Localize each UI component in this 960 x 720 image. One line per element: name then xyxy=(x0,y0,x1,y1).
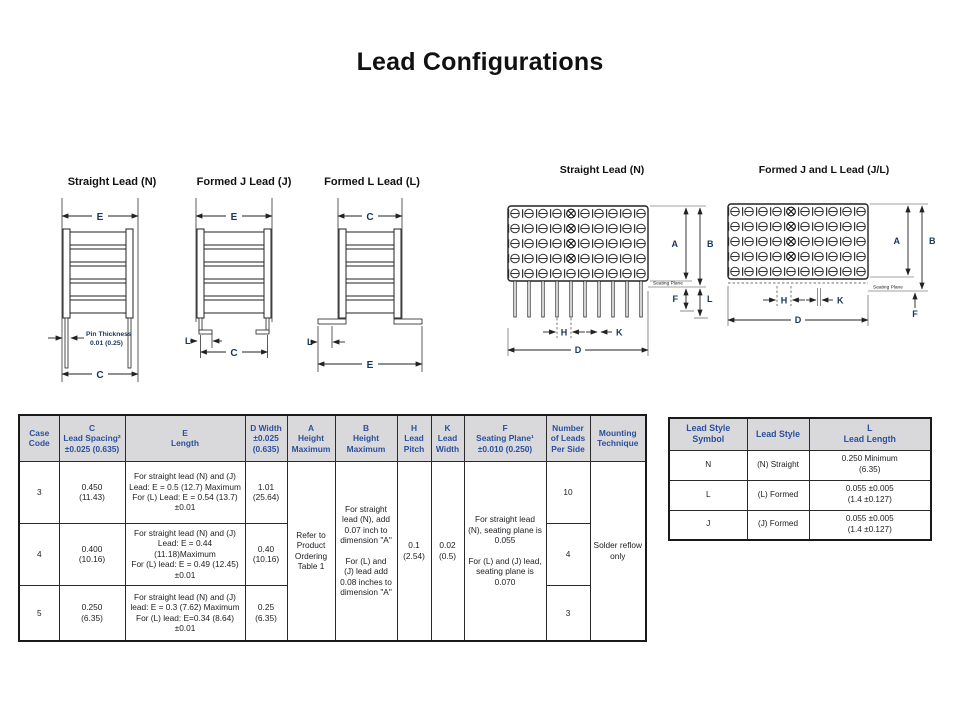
l-foot xyxy=(393,318,423,325)
dim-label-a: A xyxy=(894,236,901,246)
dim-label-c: C xyxy=(96,370,103,381)
cell-case-code: 4 xyxy=(18,522,60,586)
pin-thickness-value: 0.01 (0.25) xyxy=(90,340,123,347)
col-header-k-width: K Lead Width xyxy=(430,414,465,462)
cell-lead-spacing: 0.250 (6.35) xyxy=(58,584,126,642)
dim-label-h: H xyxy=(561,328,568,338)
cell-length: 0.055 ±0.005 (1.4 ±0.127) xyxy=(808,479,932,511)
j-foot xyxy=(198,329,213,335)
diagram-straight-lead-stack: Straight Lead (N) E Pin Thickness 0.01 (… xyxy=(48,176,157,382)
col-header-a-height: A Height Maximum xyxy=(286,414,336,462)
dim-label-d: D xyxy=(795,315,802,325)
capacitor-stack xyxy=(196,228,272,335)
cell-symbol: N xyxy=(668,449,748,481)
col-header-length: E Length xyxy=(124,414,246,462)
diagram-straight-lead-body: Straight Lead (N) Seating Plane A B F L … xyxy=(507,164,714,356)
col-header-case-code: Case Code xyxy=(18,414,60,462)
cell-style: (J) Formed xyxy=(746,509,810,541)
dim-label-k: K xyxy=(616,328,623,338)
center-marked-perforations xyxy=(566,208,576,264)
col-header-leads-per-side: Number of Leads Per Side xyxy=(545,414,591,462)
dim-label-a: A xyxy=(672,239,679,249)
col-header-b-height: B Height Maximum xyxy=(334,414,398,462)
dim-label-b: B xyxy=(707,239,714,249)
cell-d-width: 1.01 (25.64) xyxy=(244,460,288,524)
cell-lead-pitch-merged: 0.1 (2.54) xyxy=(396,460,432,642)
cell-d-width: 0.40 (10.16) xyxy=(244,522,288,586)
diagram-formed-j-lead: Formed J Lead (J) E L C xyxy=(185,176,292,359)
dim-label-l: L xyxy=(307,337,313,347)
diagram-formed-jl-body: Formed J and L Lead (J/L) Seating Plane … xyxy=(727,164,936,326)
perforated-body xyxy=(727,203,869,280)
col-header-lead-length: L Lead Length xyxy=(808,417,932,451)
dim-label-l: L xyxy=(185,336,191,346)
cell-symbol: L xyxy=(668,479,748,511)
l-foot xyxy=(317,318,347,325)
diagram-formed-l-lead: Formed L Lead (L) C L E xyxy=(307,176,423,372)
lead-pins xyxy=(513,280,643,318)
cell-mounting-merged: Solder reflow only xyxy=(589,460,647,642)
perforated-body xyxy=(507,205,649,282)
page-title: Lead Configurations xyxy=(356,48,604,76)
col-header-lead-style-symbol: Lead Style Symbol xyxy=(668,417,748,451)
col-header-lead-spacing: C Lead Spacing² ±0.025 (0.635) xyxy=(58,414,126,462)
col-header-f-seating: F Seating Plane¹ ±0.010 (0.250) xyxy=(463,414,547,462)
diagram-title: Formed J Lead (J) xyxy=(197,176,292,188)
cell-style: (L) Formed xyxy=(746,479,810,511)
dimensions-table: Case Code C Lead Spacing² ±0.025 (0.635)… xyxy=(18,414,647,642)
capacitor-stack xyxy=(62,228,134,369)
col-header-h-pitch: H Lead Pitch xyxy=(396,414,432,462)
diagram-title: Straight Lead (N) xyxy=(560,164,645,176)
cell-b-height-merged: For straight lead (N), add 0.07 inch to … xyxy=(334,460,398,642)
j-foot xyxy=(255,329,270,335)
cell-leads-per-side: 4 xyxy=(545,522,591,586)
dim-label-b: B xyxy=(929,236,936,246)
cell-length: 0.055 ±0.005 (1.4 ±0.127) xyxy=(808,509,932,541)
dim-label-c: C xyxy=(366,212,373,223)
diagram-title: Formed J and L Lead (J/L) xyxy=(759,164,890,176)
cell-length: For straight lead (N) and (J) Lead: E = … xyxy=(124,460,246,524)
cell-case-code: 5 xyxy=(18,584,60,642)
capacitor-stack xyxy=(317,228,423,325)
dim-label-h: H xyxy=(781,296,788,306)
dim-label-c: C xyxy=(230,348,237,359)
diagram-title: Formed L Lead (L) xyxy=(324,176,420,188)
cell-style: (N) Straight xyxy=(746,449,810,481)
diagram-title: Straight Lead (N) xyxy=(68,176,157,188)
dim-label-f: F xyxy=(912,309,918,319)
col-header-d-width: D Width ±0.025 (0.635) xyxy=(244,414,288,462)
dim-label-d: D xyxy=(575,345,582,355)
cell-a-height-merged: Refer to Product Ordering Table 1 xyxy=(286,460,336,642)
dim-label-k: K xyxy=(837,296,844,306)
lead-pin xyxy=(64,317,69,369)
cell-length: For straight lead (N) and (J) Lead: E = … xyxy=(124,522,246,586)
dim-label-e: E xyxy=(231,212,238,223)
col-header-mounting: Mounting Technique xyxy=(589,414,647,462)
cell-leads-per-side: 3 xyxy=(545,584,591,642)
cell-d-width: 0.25 (6.35) xyxy=(244,584,288,642)
cell-length: For straight lead (N) and (J) lead: E = … xyxy=(124,584,246,642)
cell-lead-width-merged: 0.02 (0.5) xyxy=(430,460,465,642)
center-marked-perforations xyxy=(786,206,796,262)
pin-thickness-note: Pin Thickness xyxy=(86,331,132,338)
cell-symbol: J xyxy=(668,509,748,541)
cell-lead-spacing: 0.450 (11.43) xyxy=(58,460,126,524)
dim-label-l: L xyxy=(707,294,713,304)
cell-seating-plane-merged: For straight lead (N), seating plane is … xyxy=(463,460,547,642)
seating-plane-label: Seating Plane xyxy=(873,285,903,291)
cell-length: 0.250 Minimum (6.35) xyxy=(808,449,932,481)
cell-lead-spacing: 0.400 (10.16) xyxy=(58,522,126,586)
dim-label-f: F xyxy=(673,294,679,304)
seating-plane-label: Seating Plane xyxy=(653,281,683,287)
lead-pin xyxy=(127,317,132,369)
lead-style-table: Lead Style Symbol Lead Style L Lead Leng… xyxy=(668,417,932,541)
cell-leads-per-side: 10 xyxy=(545,460,591,524)
col-header-lead-style: Lead Style xyxy=(746,417,810,451)
dim-label-e: E xyxy=(367,360,374,371)
cell-case-code: 3 xyxy=(18,460,60,524)
dim-label-e: E xyxy=(97,212,104,223)
